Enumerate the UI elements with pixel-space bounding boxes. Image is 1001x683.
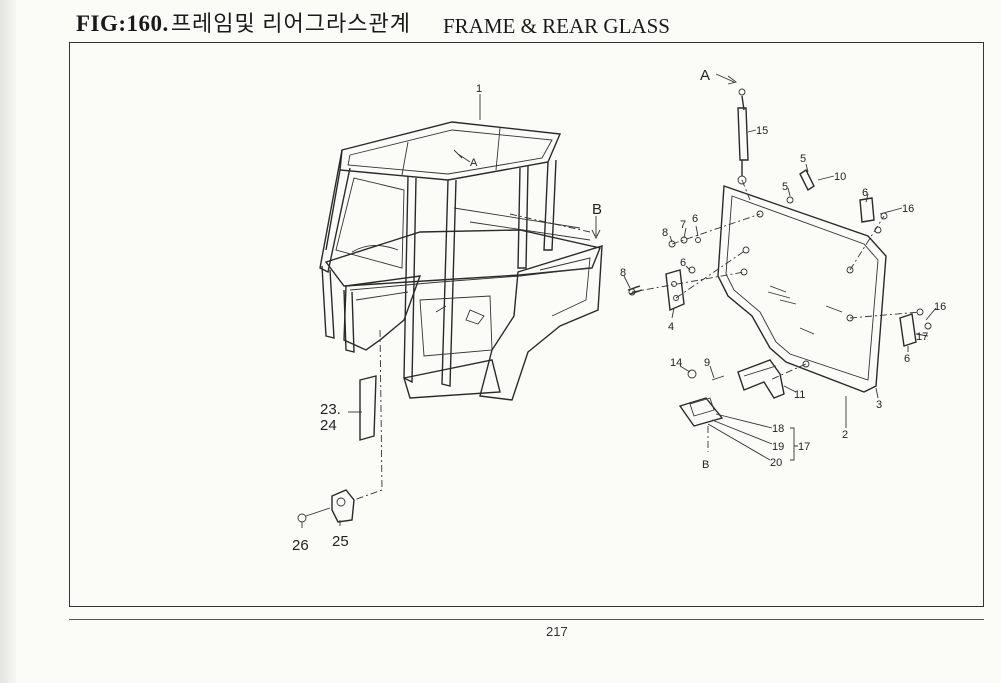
callout-label: 16 (934, 301, 946, 313)
callout-label: 5 (782, 181, 788, 193)
leader-lines (301, 73, 937, 528)
callout-label: 6 (904, 353, 910, 365)
callout-label: 2 (842, 429, 848, 441)
callout-label: 24 (320, 417, 337, 434)
page-title: FIG:160.프레임및 리어그라스관계 FRAME & REAR GLASS (76, 6, 670, 38)
callout-label: 4 (668, 321, 674, 333)
callout-label: 3 (876, 399, 882, 411)
callout-label: 6 (862, 187, 868, 199)
callout-label: 19 (772, 441, 784, 453)
callout-label: 18 (772, 423, 784, 435)
callout-label: 10 (834, 171, 846, 183)
assembly-lines (353, 179, 921, 501)
callout-label: 14 (670, 357, 682, 369)
gas-strut-drawing (737, 88, 749, 185)
callout-labels: 1 A B A 15 5 10 5 6 16 8 7 6 8 6 4 16 17… (292, 67, 946, 554)
callout-label: 25 (332, 533, 349, 550)
callout-label: 1 (476, 83, 482, 95)
callout-label: 9 (704, 357, 710, 369)
callout-label: 8 (662, 227, 668, 239)
callout-label: 5 (800, 153, 806, 165)
rear-glass-drawing (717, 185, 887, 393)
callout-label: 23. (320, 401, 341, 418)
callout-label: 15 (756, 125, 768, 137)
callout-label: 7 (680, 219, 686, 231)
callout-label: B (592, 201, 602, 218)
callout-label: 17 (798, 441, 810, 453)
hardware-drawing (627, 168, 932, 427)
title-english: FRAME & REAR GLASS (442, 14, 670, 38)
callout-label: A (470, 157, 478, 169)
callout-label: 6 (692, 213, 698, 225)
callout-label: A (700, 67, 710, 84)
callout-label: 8 (620, 267, 626, 279)
figure-number: FIG:160. (76, 11, 169, 36)
callout-label: 17 (916, 331, 928, 343)
cab-frame-drawing (319, 121, 603, 401)
callout-label: 16 (902, 203, 914, 215)
scan-edge-shadow (0, 0, 16, 683)
diagram-frame (69, 42, 984, 607)
trim-parts-drawing (297, 375, 377, 523)
callout-label: 11 (794, 389, 805, 401)
callout-label: 6 (680, 257, 686, 269)
callout-label: B (702, 459, 709, 471)
footer-rule (69, 619, 984, 620)
page-number: 217 (546, 624, 568, 639)
callout-label: 26 (292, 537, 309, 554)
title-korean: 프레임및 리어그라스관계 (170, 11, 411, 36)
callout-label: 20 (770, 457, 782, 469)
